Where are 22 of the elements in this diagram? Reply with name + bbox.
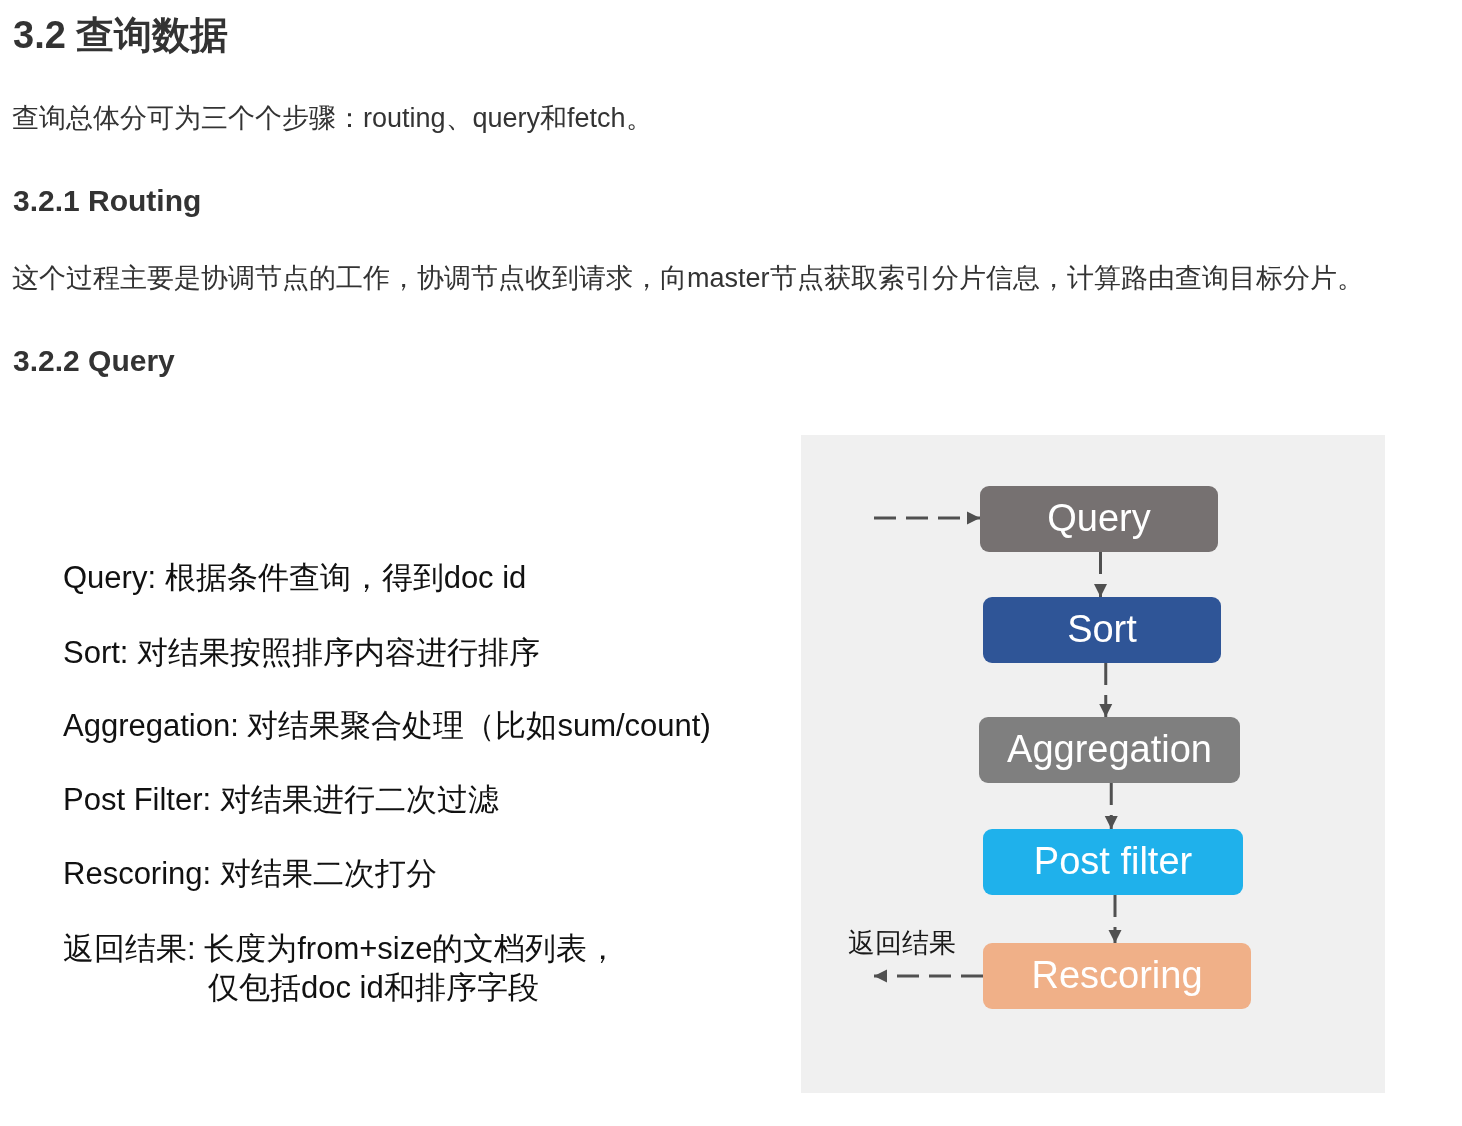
description-text: 返回结果: 长度为from+size的文档列表，仅包括doc id和排序字段 — [63, 930, 620, 1007]
description-text: Sort: 对结果按照排序内容进行排序 — [63, 634, 541, 672]
paragraph: 查询总体分可为三个个步骤：routing、query和fetch。 — [12, 102, 653, 135]
heading: 3.2 查询数据 — [13, 13, 229, 58]
process-box: Aggregation — [979, 717, 1240, 783]
description-text: Query: 根据条件查询，得到doc id — [63, 559, 527, 597]
dashed-arrow — [1094, 552, 1107, 597]
dashed-arrow — [1104, 783, 1118, 829]
dashed-arrow — [1099, 663, 1113, 717]
description-text: Post Filter: 对结果进行二次过滤 — [63, 781, 499, 819]
dashed-arrow — [1108, 895, 1122, 943]
process-box: Rescoring — [983, 943, 1251, 1009]
dashed-arrow — [874, 969, 983, 983]
process-box: Post filter — [983, 829, 1243, 895]
process-box: Sort — [983, 597, 1221, 663]
process-box: Query — [980, 486, 1218, 552]
description-text: Aggregation: 对结果聚合处理（比如sum/count) — [63, 707, 711, 745]
dashed-arrow — [874, 511, 980, 525]
section-heading: 3.2.2 Query — [13, 343, 175, 379]
section-heading: 3.2.1 Routing — [13, 183, 202, 219]
paragraph: 这个过程主要是协调节点的工作，协调节点收到请求，向master节点获取索引分片信息，计算路由查询目标分片。 — [12, 262, 1364, 295]
description-text: Rescoring: 对结果二次打分 — [63, 855, 437, 893]
